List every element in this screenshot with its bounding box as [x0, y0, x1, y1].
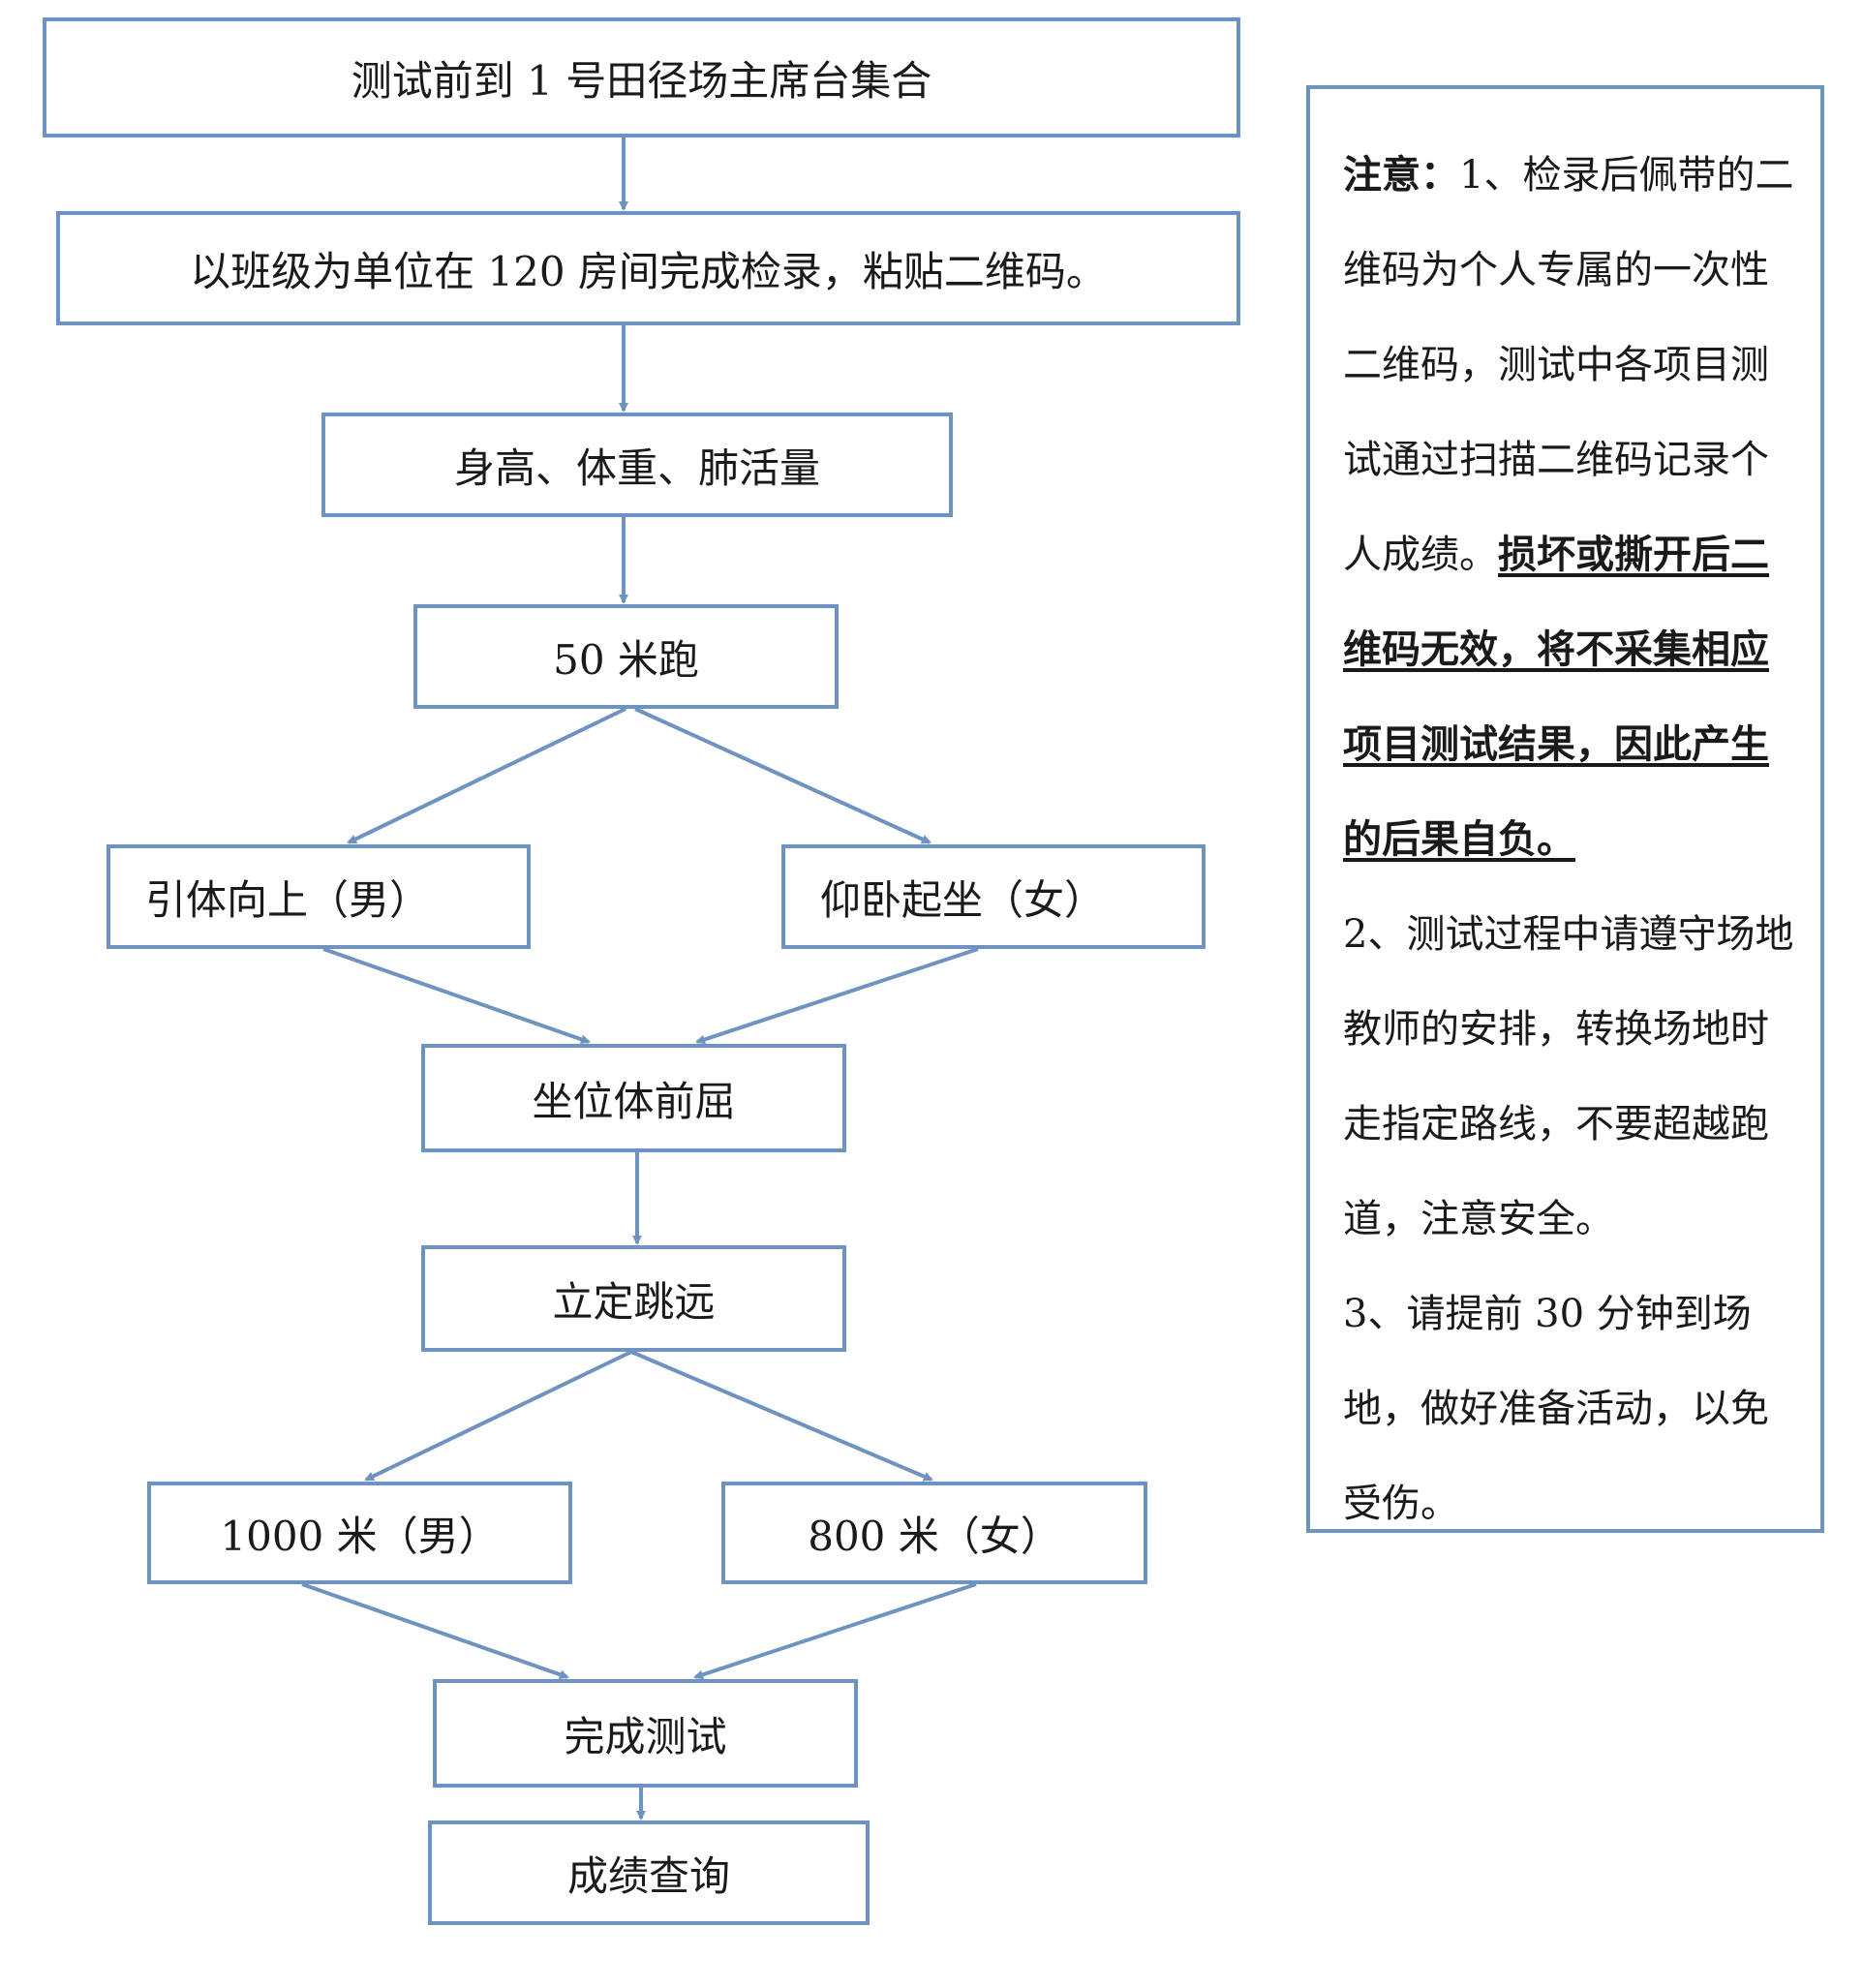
- notice-item-3: 3、请提前 30 分钟到场地，做好准备活动，以免受伤。: [1343, 1292, 1769, 1526]
- notice-warning: 损坏或撕开后二维码无效，将不采集相应项目测试结果，因此产生的后果自负。: [1343, 532, 1769, 862]
- step-finish: 完成测试: [433, 1679, 858, 1788]
- step-body-metrics: 身高、体重、肺活量: [321, 413, 953, 517]
- step-query: 成绩查询: [428, 1820, 870, 1925]
- notice-item-2: 2、测试过程中请遵守场地教师的安排，转换场地时走指定路线，不要超越跑道，注意安全…: [1343, 912, 1794, 1241]
- step-run-1000m-male: 1000 米（男）: [147, 1482, 572, 1584]
- arrow-1000m-finish: [301, 1582, 569, 1680]
- step-assemble: 测试前到 1 号田径场主席台集合: [43, 17, 1240, 138]
- notice-item-1-text: 1、检录后佩带的二维码为个人专属的一次性二维码，测试中各项目测试通过扫描二维码记…: [1343, 153, 1794, 577]
- notice-panel: 注意：1、检录后佩带的二维码为个人专属的一次性二维码，测试中各项目测试通过扫描二…: [1306, 85, 1824, 1533]
- step-pullup-male: 引体向上（男）: [107, 844, 531, 949]
- arrow-longjump-1000m: [364, 1350, 632, 1482]
- arrow-sprint-situp: [634, 707, 932, 844]
- notice-item-1: 注意：1、检录后佩带的二维码为个人专属的一次性二维码，测试中各项目测试通过扫描二…: [1343, 128, 1801, 887]
- arrow-situp-sitreach: [695, 947, 979, 1045]
- step-sprint-50m: 50 米跑: [413, 604, 839, 709]
- arrow-longjump-800m: [630, 1350, 933, 1482]
- step-sit-reach: 坐位体前屈: [421, 1044, 846, 1152]
- arrow-sprint-pullup: [347, 707, 626, 844]
- arrow-pullup-sitreach: [322, 947, 591, 1045]
- notice-heading: 注意：: [1343, 152, 1459, 198]
- arrow-800m-finish: [693, 1582, 977, 1680]
- step-run-800m-female: 800 米（女）: [721, 1482, 1147, 1584]
- step-situp-female: 仰卧起坐（女）: [781, 844, 1206, 949]
- step-long-jump: 立定跳远: [421, 1245, 846, 1352]
- step-checkin: 以班级为单位在 120 房间完成检录，粘贴二维码。: [56, 211, 1240, 325]
